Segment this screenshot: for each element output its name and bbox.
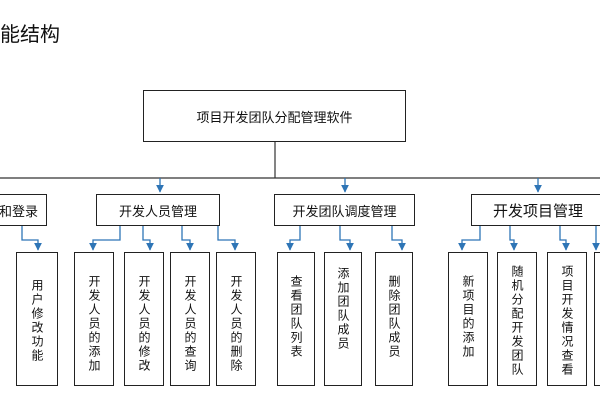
leaf-node-staff-modify: 开发人员的修改 xyxy=(124,252,164,386)
leaf-node-label: 添加团队成员 xyxy=(336,267,350,351)
leaf-node-remove-member: 删除团队成员 xyxy=(375,252,413,386)
leaf-node-label: 用户修改功能 xyxy=(30,279,44,363)
leaf-node-label: 开发人员的修改 xyxy=(137,275,151,373)
leaf-node-staff-delete: 开发人员的删除 xyxy=(216,252,256,386)
leaf-node-label: 项目开发情况查看 xyxy=(560,265,574,377)
leaf-arrow-1-0 xyxy=(89,226,121,251)
leaf-arrow-3-1 xyxy=(509,226,518,251)
leaf-arrow-3-0 xyxy=(458,226,481,251)
page-title: 能结构 xyxy=(0,22,60,46)
leaf-arrow-1-3 xyxy=(217,226,239,251)
leaf-node-view-team-list: 查看团队列表 xyxy=(277,252,315,386)
leaf-node-label: 开发人员的查询 xyxy=(183,275,197,373)
module-node-label: 开发项目管理 xyxy=(492,201,583,220)
module-node-project: 开发项目管理 xyxy=(471,194,600,226)
leaf-arrow-0-0 xyxy=(21,226,42,251)
leaf-arrow-3-2 xyxy=(559,226,570,251)
leaf-node-label: 开发人员的添加 xyxy=(87,275,101,373)
leaf-arrow-2-2 xyxy=(391,226,406,251)
leaf-node-label: 查看团队列表 xyxy=(289,275,303,359)
leaf-arrow-1-2 xyxy=(181,226,194,251)
leaf-arrow-2-1 xyxy=(339,226,354,251)
leaf-node-label: 删除团队成员 xyxy=(387,275,401,359)
leaf-node-user-modify: 用户修改功能 xyxy=(16,252,58,386)
leaf-node-label: 开发人员的删除 xyxy=(229,275,243,373)
leaf-node-staff-add: 开发人员的添加 xyxy=(74,252,114,386)
leaf-arrow-1-1 xyxy=(142,226,154,251)
module-node-label: 和登录 xyxy=(0,204,38,220)
module-node-login: 和登录 xyxy=(0,194,47,226)
module-node-dev-staff: 开发人员管理 xyxy=(96,194,220,226)
leaf-node-random-assign: 随机分配开发团队 xyxy=(497,252,537,386)
leaf-node-partial-offscreen xyxy=(594,252,600,386)
root-node: 项目开发团队分配管理软件 xyxy=(143,90,406,142)
module-node-label: 开发团队调度管理 xyxy=(292,204,397,220)
leaf-node-add-member: 添加团队成员 xyxy=(324,252,362,386)
module-node-label: 开发人员管理 xyxy=(118,204,197,220)
leaf-node-label: 随机分配开发团队 xyxy=(510,265,524,377)
leaf-node-label: 新项目的添加 xyxy=(461,275,475,359)
leaf-node-new-project: 新项目的添加 xyxy=(448,252,488,386)
leaf-node-progress-view: 项目开发情况查看 xyxy=(547,252,587,386)
module-node-team-schedule: 开发团队调度管理 xyxy=(274,194,415,226)
root-node-label: 项目开发团队分配管理软件 xyxy=(196,110,353,126)
leaf-node-staff-query: 开发人员的查询 xyxy=(170,252,210,386)
leaf-arrow-2-0 xyxy=(286,226,301,251)
